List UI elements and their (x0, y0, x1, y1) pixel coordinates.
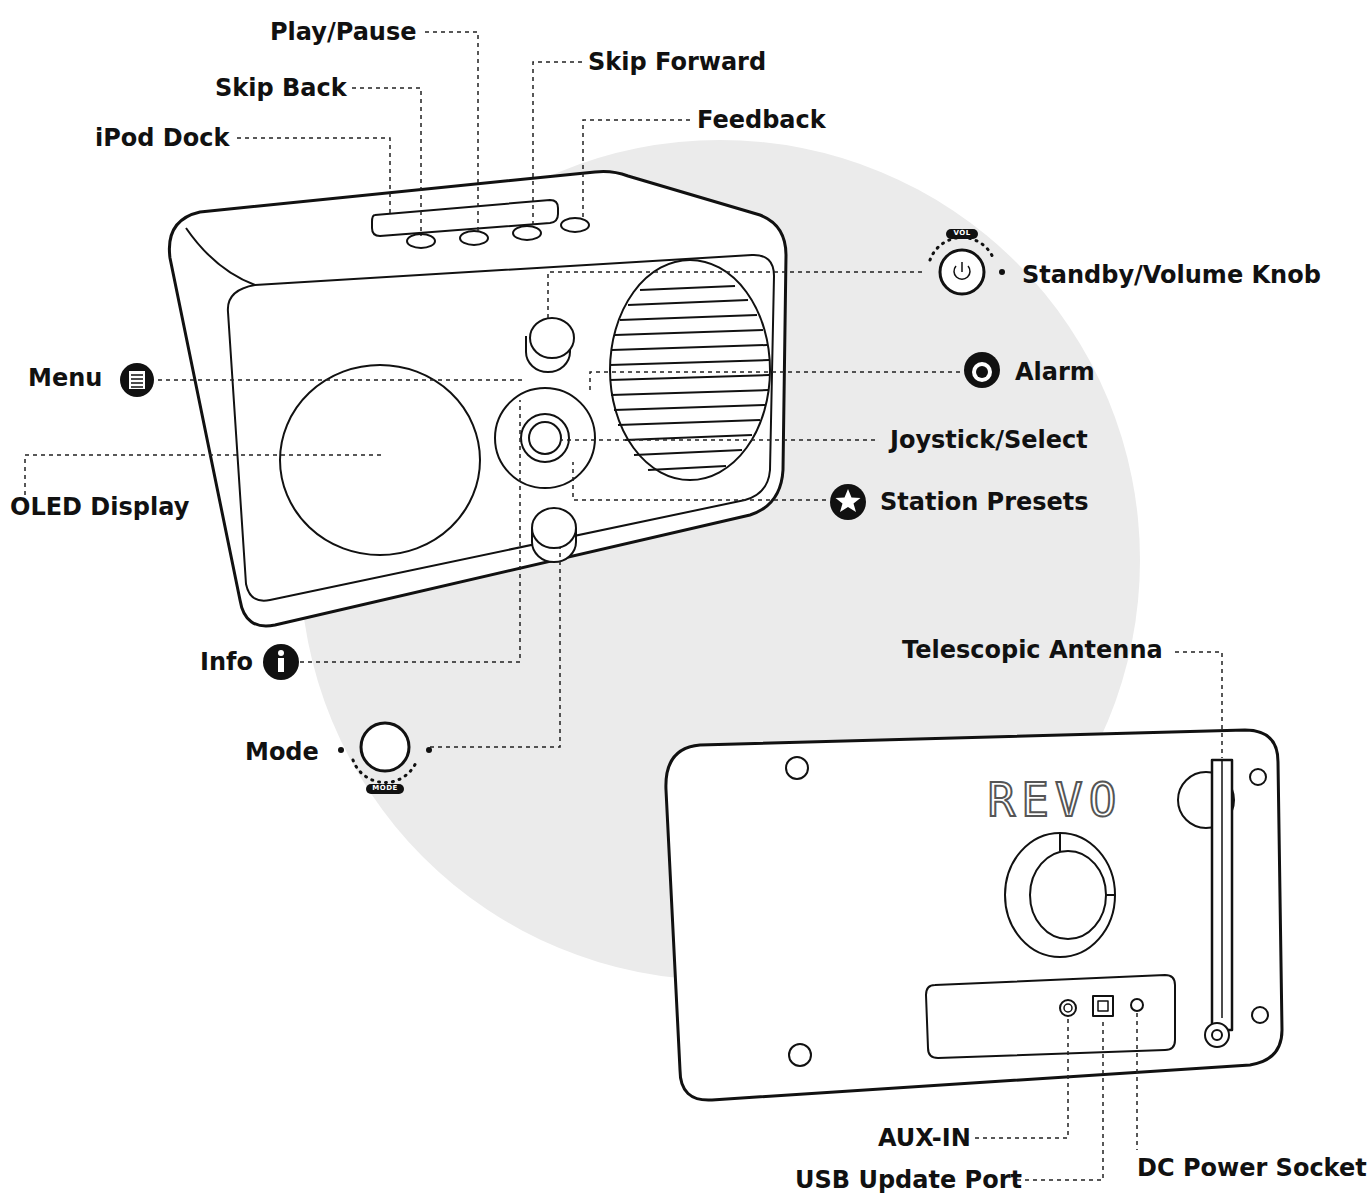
part-label: Feedback (697, 107, 826, 133)
part-label: DC Power Socket (1137, 1155, 1367, 1181)
part-label: Alarm (1015, 359, 1095, 385)
part-label: iPod Dock (95, 125, 229, 151)
badge-text: VOL (953, 230, 970, 238)
front-radio (169, 172, 786, 626)
part-label: Telescopic Antenna (902, 637, 1163, 663)
control-icons (120, 229, 1005, 794)
part-label: Mode (245, 739, 319, 765)
part-label: OLED Display (10, 494, 189, 520)
part-label: USB Update Port (795, 1167, 1022, 1193)
badge-text: MODE (372, 785, 398, 793)
part-label: Skip Back (215, 75, 347, 101)
leader-lines (25, 32, 1222, 1180)
part-label: Info (200, 649, 253, 675)
part-label: AUX-IN (878, 1125, 971, 1151)
part-label: Joystick/Select (890, 427, 1088, 453)
brand-logo: REVO (988, 775, 1123, 826)
part-label: Skip Forward (588, 49, 766, 75)
part-label: Station Presets (880, 489, 1089, 515)
part-label: Menu (28, 365, 102, 391)
part-label: Standby/Volume Knob (1022, 262, 1321, 288)
part-label: Play/Pause (270, 19, 416, 45)
back-radio (666, 730, 1282, 1100)
